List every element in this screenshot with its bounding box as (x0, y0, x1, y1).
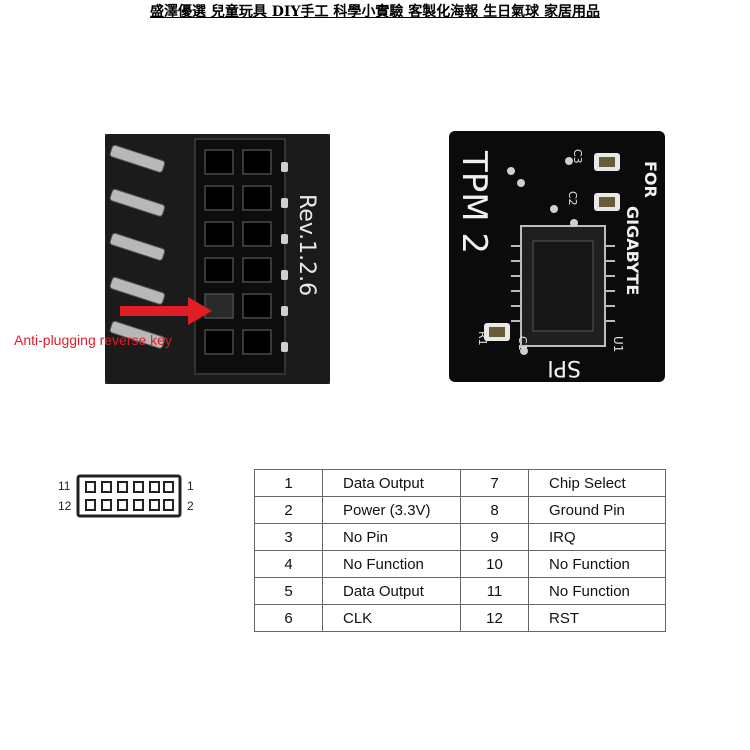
pin-number: 5 (254, 577, 323, 605)
header-label-12: 12 (58, 499, 72, 513)
pin-function: Ground Pin (528, 496, 666, 524)
anti-plug-annotation: Anti-plugging reverse key (14, 332, 172, 348)
ref-c3: C3 (571, 149, 584, 164)
pin-number: 11 (460, 577, 529, 605)
pin-number: 7 (460, 469, 529, 497)
pin-function: Data Output (322, 469, 461, 497)
pin-function: No Function (528, 577, 666, 605)
pin-function: No Pin (322, 523, 461, 551)
pin-header-diagram (76, 474, 182, 518)
header-label-11: 11 (58, 479, 71, 493)
tpm-title: TPM 2 (454, 150, 494, 254)
pin-number: 2 (254, 496, 323, 524)
vendor-gigabyte: GIGABYTE (623, 206, 642, 295)
pin-number: 6 (254, 604, 323, 632)
pin-function: Chip Select (528, 469, 666, 497)
ref-c2: C2 (566, 191, 579, 206)
vendor-for: FOR (641, 161, 660, 198)
pin-function: CLK (322, 604, 461, 632)
header-label-2: 2 (187, 499, 194, 513)
banner-title: 盛澤優選 兒童玩具 DIY手工 科學小實驗 客製化海報 生日氣球 家居用品 (150, 4, 600, 20)
pin-number: 4 (254, 550, 323, 578)
revision-label: Rev.1.2.6 (294, 194, 319, 296)
pin-number: 12 (460, 604, 529, 632)
connector-photo: Rev.1.2.6 (105, 134, 330, 384)
ref-r1: R1 (476, 331, 489, 346)
pin-number: 3 (254, 523, 323, 551)
pin-function: Data Output (322, 577, 461, 605)
pin-function: No Function (528, 550, 666, 578)
ref-c1: C1 (516, 336, 529, 351)
red-arrow-icon (120, 297, 212, 325)
ref-u1: U1 (611, 336, 625, 352)
header-label-1: 1 (187, 479, 194, 493)
pin-function: Power (3.3V) (322, 496, 461, 524)
tpm-module-photo: TPM 2 FOR GIGABYTE SPI U1 C3 C2 C1 R1 (449, 131, 665, 382)
spi-label: SPI (547, 355, 581, 380)
pin-number: 10 (460, 550, 529, 578)
pin-function: RST (528, 604, 666, 632)
pin-function: IRQ (528, 523, 666, 551)
pin-number: 9 (460, 523, 529, 551)
pin-number: 8 (460, 496, 529, 524)
pin-number: 1 (254, 469, 323, 497)
pin-function: No Function (322, 550, 461, 578)
